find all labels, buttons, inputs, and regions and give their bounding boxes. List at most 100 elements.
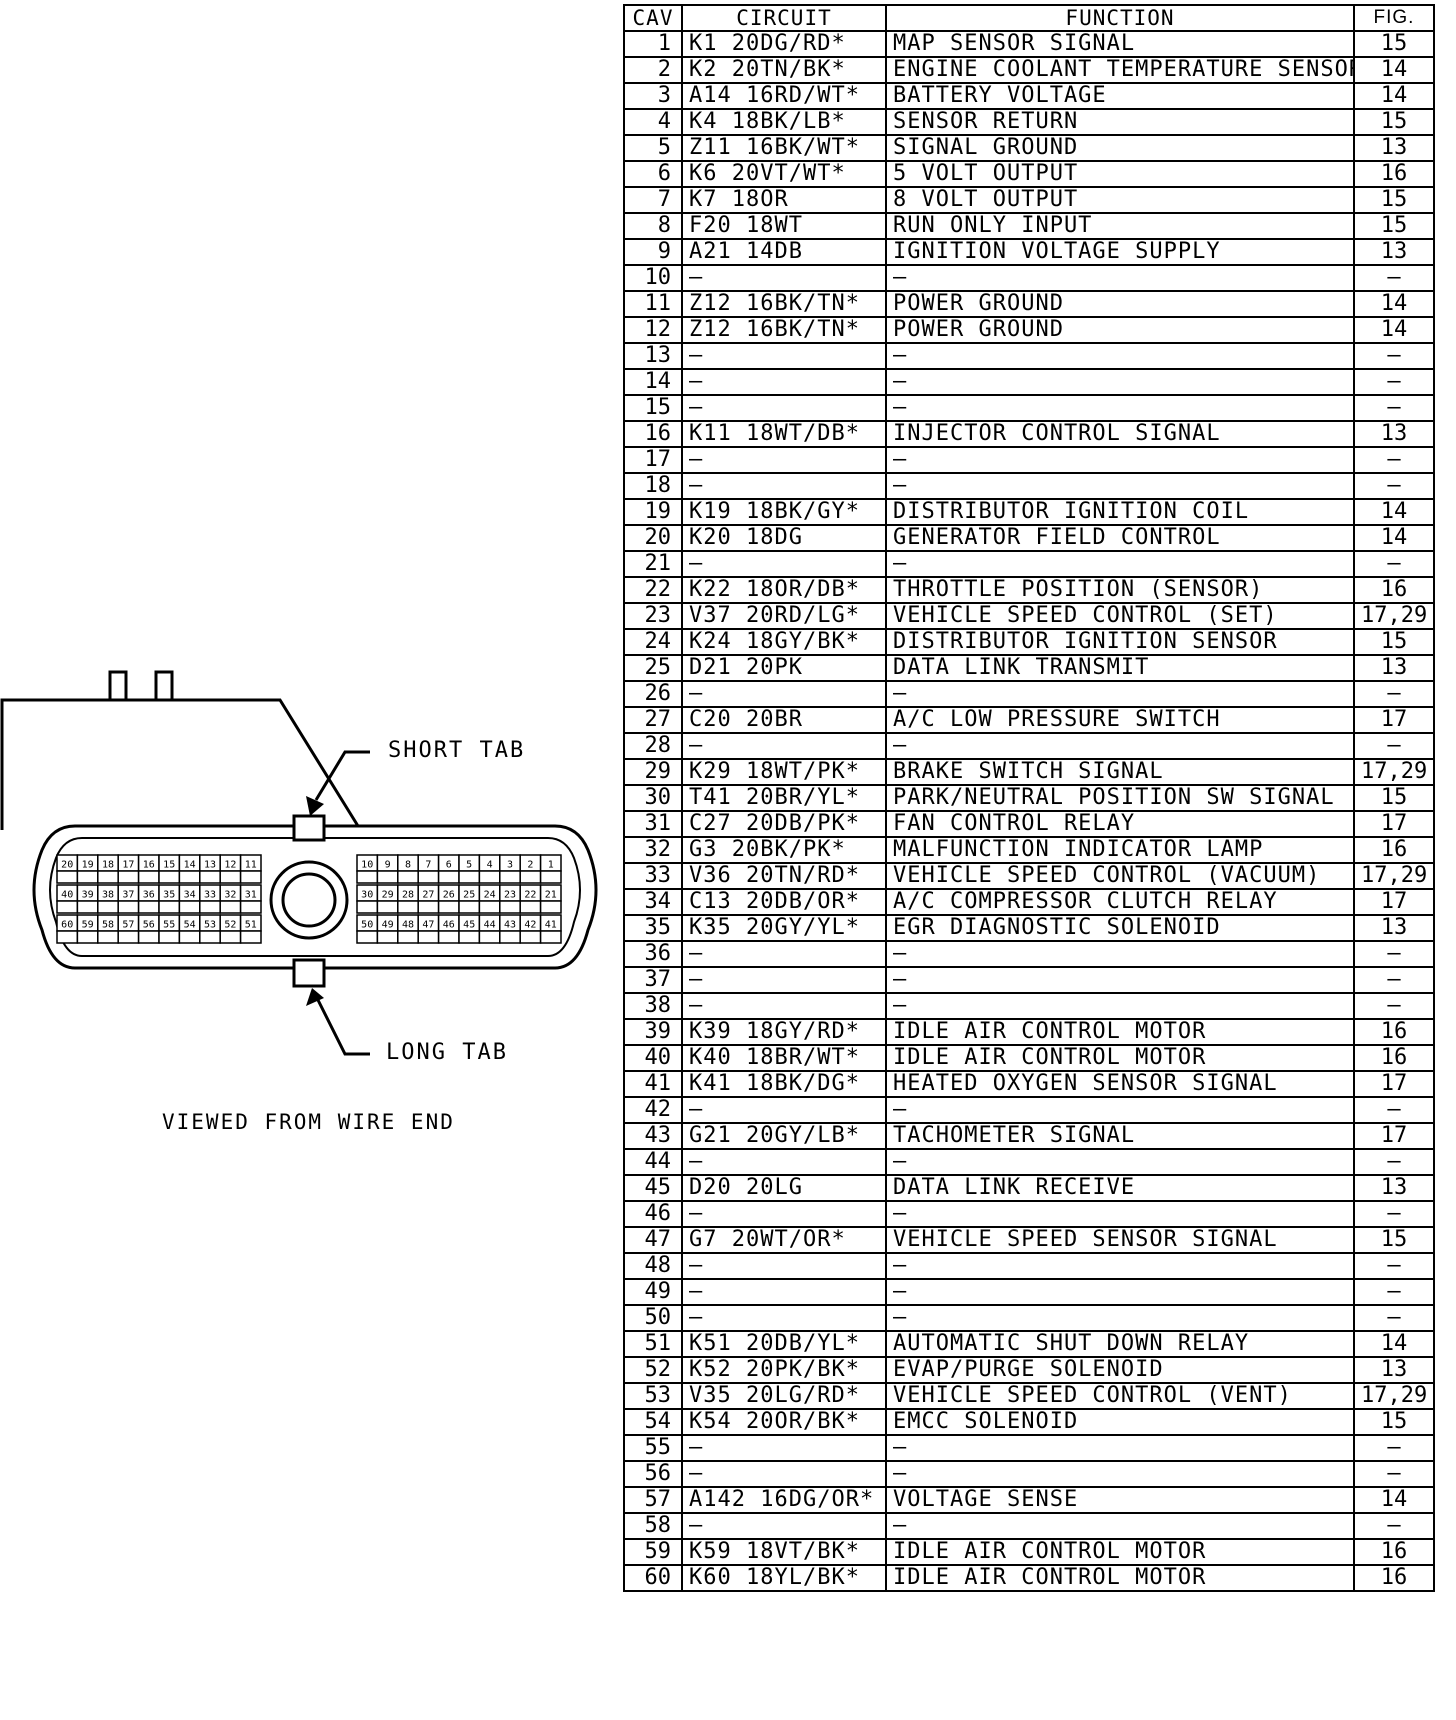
- circuit-cell: V37 20RD/LG*: [681, 602, 887, 630]
- fig-cell: —: [1353, 472, 1435, 500]
- pin-cavity-lower: [56, 870, 79, 884]
- cav-cell: 54: [623, 1408, 683, 1436]
- pin-cavity-lower: [437, 900, 460, 914]
- cav-cell: 29: [623, 758, 683, 786]
- function-cell: IDLE AIR CONTROL MOTOR: [885, 1044, 1355, 1072]
- circuit-cell: Z11 16BK/WT*: [681, 134, 887, 162]
- pin-cavity-lower: [356, 870, 379, 884]
- circuit-cell: —: [681, 732, 887, 760]
- pin-cavity-lower: [199, 900, 221, 914]
- fig-cell: 17: [1353, 1070, 1435, 1098]
- circuit-cell: K51 20DB/YL*: [681, 1330, 887, 1358]
- pin-number: 8: [405, 860, 411, 871]
- circuit-cell: V36 20TN/RD*: [681, 862, 887, 890]
- cav-cell: 27: [623, 706, 683, 734]
- table-row: 18———: [623, 472, 1435, 500]
- fig-cell: —: [1353, 394, 1435, 422]
- fig-cell: 14: [1353, 290, 1435, 318]
- table-row: 49———: [623, 1278, 1435, 1306]
- pin-cavity-lower: [356, 930, 379, 944]
- function-cell: MALFUNCTION INDICATOR LAMP: [885, 836, 1355, 864]
- pin-number: 35: [163, 890, 175, 901]
- pin-cavity-lower: [397, 870, 419, 884]
- pin-cavity-lower: [437, 930, 460, 944]
- function-cell: —: [885, 680, 1355, 708]
- fig-cell: 17,29: [1353, 862, 1435, 890]
- circuit-cell: K29 18WT/PK*: [681, 758, 887, 786]
- pin-cavity-lower: [76, 930, 99, 944]
- fig-cell: 15: [1353, 30, 1435, 58]
- pin-number: 3: [507, 860, 513, 871]
- function-cell: —: [885, 472, 1355, 500]
- cav-cell: 25: [623, 654, 683, 682]
- cav-cell: 44: [623, 1148, 683, 1176]
- pin-cavity-lower: [478, 900, 501, 914]
- pin-cavity-lower: [117, 930, 140, 944]
- function-cell: —: [885, 342, 1355, 370]
- circuit-cell: —: [681, 1096, 887, 1124]
- circuit-cell: K52 20PK/BK*: [681, 1356, 887, 1384]
- fig-cell: 15: [1353, 186, 1435, 214]
- function-cell: VEHICLE SPEED CONTROL (SET): [885, 602, 1355, 630]
- function-cell: —: [885, 1304, 1355, 1332]
- table-row: 36———: [623, 940, 1435, 968]
- table-row: 44———: [623, 1148, 1435, 1176]
- cav-cell: 58: [623, 1512, 683, 1540]
- pin-cavity-lower: [199, 870, 221, 884]
- cav-cell: 12: [623, 316, 683, 344]
- pin-number: 30: [361, 890, 373, 901]
- cav-cell: 35: [623, 914, 683, 942]
- pin-cavity-lower: [376, 900, 399, 914]
- circuit-cell: K60 18YL/BK*: [681, 1564, 887, 1592]
- function-cell: EMCC SOLENOID: [885, 1408, 1355, 1436]
- function-cell: TACHOMETER SIGNAL: [885, 1122, 1355, 1150]
- circuit-cell: Z12 16BK/TN*: [681, 290, 887, 318]
- table-row: 14———: [623, 368, 1435, 396]
- circuit-cell: —: [681, 1252, 887, 1280]
- fig-cell: 14: [1353, 316, 1435, 344]
- function-cell: VEHICLE SPEED SENSOR SIGNAL: [885, 1226, 1355, 1254]
- table-row: 58———: [623, 1512, 1435, 1540]
- table-row: 46———: [623, 1200, 1435, 1228]
- pin-cavity-lower: [56, 930, 79, 944]
- circuit-cell: —: [681, 940, 887, 968]
- long-tab: [292, 958, 326, 988]
- pin-cavity-lower: [178, 900, 201, 914]
- pin-cavity-lower: [219, 930, 242, 944]
- pin-cavity-lower: [437, 870, 460, 884]
- center-bolt-outer: [269, 860, 349, 940]
- circuit-cell: —: [681, 264, 887, 292]
- cav-cell: 19: [623, 498, 683, 526]
- cav-cell: 51: [623, 1330, 683, 1358]
- function-cell: POWER GROUND: [885, 290, 1355, 318]
- fig-cell: 14: [1353, 1330, 1435, 1358]
- short-tab-label: SHORT TAB: [388, 738, 526, 763]
- fig-cell: —: [1353, 1148, 1435, 1176]
- fig-cell: 15: [1353, 1408, 1435, 1436]
- circuit-cell: A21 14DB: [681, 238, 887, 266]
- circuit-cell: —: [681, 446, 887, 474]
- cav-cell: 10: [623, 264, 683, 292]
- function-cell: —: [885, 940, 1355, 968]
- fig-cell: —: [1353, 446, 1435, 474]
- circuit-cell: K39 18GY/RD*: [681, 1018, 887, 1046]
- fig-cell: 15: [1353, 784, 1435, 812]
- pin-number: 15: [163, 860, 175, 871]
- table-row: 26———: [623, 680, 1435, 708]
- circuit-cell: K41 18BK/DG*: [681, 1070, 887, 1098]
- pin-number: 48: [402, 920, 414, 931]
- fig-cell: 15: [1353, 1226, 1435, 1254]
- pin-number: 16: [143, 860, 155, 871]
- cav-cell: 36: [623, 940, 683, 968]
- function-cell: DATA LINK TRANSMIT: [885, 654, 1355, 682]
